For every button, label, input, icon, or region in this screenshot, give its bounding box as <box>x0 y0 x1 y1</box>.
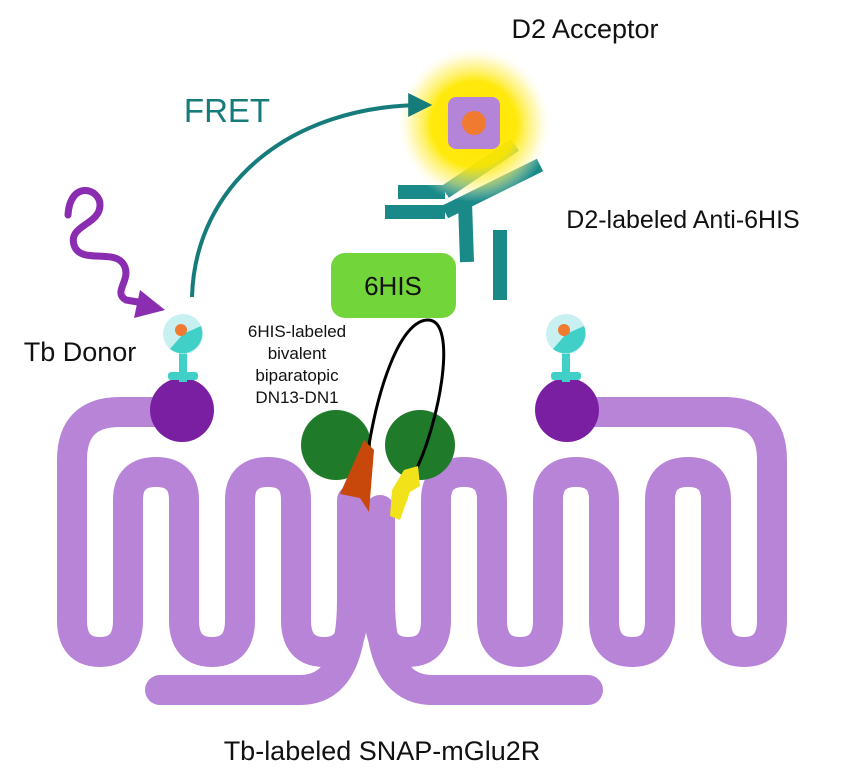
antibody-label: D2-labeled Anti-6HIS <box>566 206 799 234</box>
nanobody-label-line-3: biparatopic <box>255 366 339 385</box>
nanobody-tip-right <box>390 466 420 520</box>
receptor-right-protomer <box>365 397 787 705</box>
snap-tag-right <box>535 378 599 442</box>
nanobody-right-domain <box>385 410 455 480</box>
excitation-arrow-head <box>134 290 165 318</box>
receptor-label: Tb-labeled SNAP-mGlu2R <box>224 736 541 766</box>
receptor-left-protomer <box>57 397 367 705</box>
nanobody-linker <box>364 318 446 471</box>
nanobody-label-line-2: bivalent <box>268 344 327 363</box>
excitation-arrow <box>64 187 142 306</box>
left-c-terminal-tail <box>145 585 367 705</box>
fret-label: FRET <box>184 92 270 129</box>
right-transmembrane-loops <box>365 397 787 667</box>
nanobody-tip-left <box>340 440 374 512</box>
nanobody-label-line-4: DN13-DN1 <box>255 388 338 407</box>
acceptor-core <box>462 111 486 135</box>
his-tag-box <box>331 253 456 318</box>
donor-label: Tb Donor <box>24 337 137 367</box>
right-c-terminal-tail <box>365 585 603 705</box>
tb-donor-right <box>546 314 586 382</box>
nanobody-label-line-1: 6HIS-labeled <box>248 322 346 341</box>
left-transmembrane-loops <box>57 397 367 667</box>
nanobody-left-domain <box>301 410 371 480</box>
snap-tag-left <box>150 378 214 442</box>
his-tag-label: 6HIS <box>364 271 422 301</box>
acceptor-label: D2 Acceptor <box>511 14 658 44</box>
tb-donor-left <box>163 314 203 382</box>
fret-arrow <box>190 93 433 298</box>
nanobody-dn13-dn1 <box>301 318 455 520</box>
